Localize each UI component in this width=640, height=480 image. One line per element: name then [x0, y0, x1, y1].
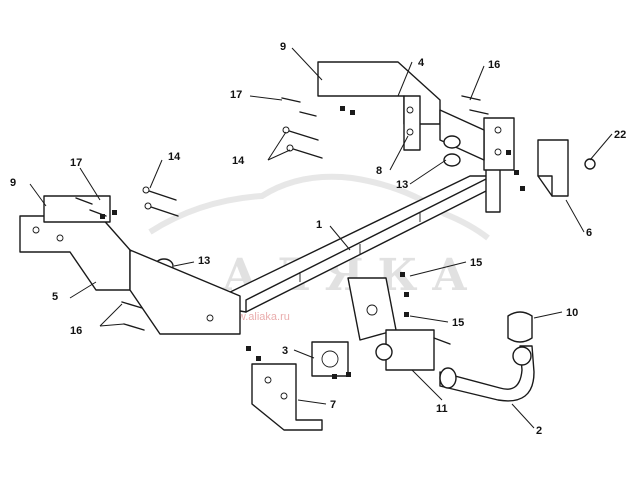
long-bolts-14	[142, 126, 323, 217]
callout-15-bottom: 15	[452, 317, 464, 329]
callout-17-left: 17	[70, 157, 82, 169]
callout-10: 10	[566, 307, 578, 319]
lower-left-plate	[251, 363, 323, 431]
callout-6: 6	[586, 227, 592, 239]
watermark-car-outline	[148, 173, 490, 241]
callout-4: 4	[418, 57, 425, 69]
callout-11: 11	[436, 403, 448, 415]
callout-17-top: 17	[230, 89, 242, 101]
callout-3: 3	[282, 345, 288, 357]
callout-8: 8	[376, 165, 382, 177]
callout-14-left: 14	[168, 151, 181, 163]
callout-15-top: 15	[470, 257, 482, 269]
callout-labels: 9 4 16 17 22 14 8 13 6 9 17 14 1 13 15 5…	[10, 41, 626, 437]
callout-13-left: 13	[198, 255, 210, 267]
right-side-bracket	[317, 61, 515, 171]
bolts-and-nuts	[75, 95, 525, 379]
callout-13-top: 13	[396, 179, 408, 191]
tow-ball-neck	[439, 345, 535, 402]
socket-plate	[311, 341, 349, 377]
left-side-bracket	[19, 195, 241, 335]
callout-16-left: 16	[70, 325, 82, 337]
electrical-socket	[375, 329, 451, 371]
parts-drawing	[19, 61, 596, 431]
callout-2: 2	[536, 425, 542, 437]
callout-14-top: 14	[232, 155, 245, 167]
callout-1: 1	[316, 219, 322, 231]
callout-5: 5	[52, 291, 58, 303]
leader-lines	[29, 47, 613, 429]
washer-22	[584, 158, 596, 170]
callout-9-top: 9	[280, 41, 286, 53]
callout-16-top: 16	[488, 59, 500, 71]
callout-22: 22	[614, 129, 626, 141]
tow-ball-cover	[507, 311, 533, 343]
callout-9-left: 9	[10, 177, 16, 189]
callout-7: 7	[330, 399, 336, 411]
right-clamp-plate	[537, 139, 569, 197]
